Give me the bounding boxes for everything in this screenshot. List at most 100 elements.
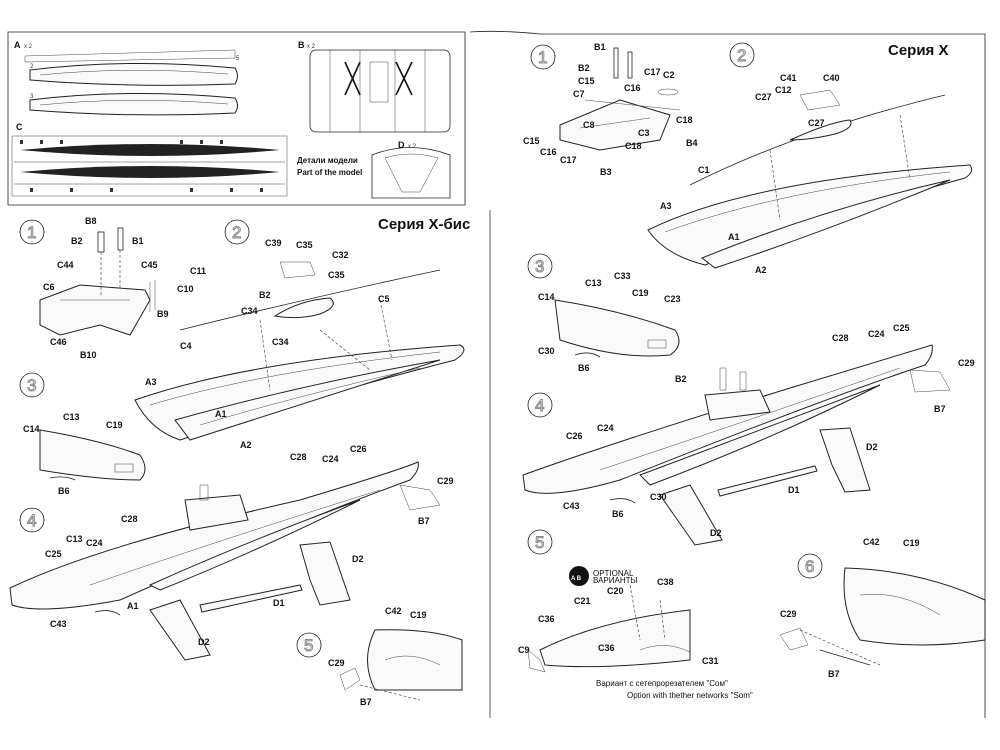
optional-label: OPTIONAL [593,569,634,578]
svg-text:C14: C14 [23,424,40,434]
svg-text:C35: C35 [296,240,313,250]
svg-text:B2: B2 [578,63,590,73]
svg-text:B8: B8 [85,216,97,226]
xbis-step1-assembly [39,227,156,336]
svg-text:C26: C26 [566,431,583,441]
svg-text:C35: C35 [328,270,345,280]
sprue-a-qty: x 2 [24,44,33,50]
svg-text:C16: C16 [540,147,557,157]
svg-text:C2: C2 [663,70,675,80]
svg-text:C29: C29 [328,658,345,668]
sprue-d-label: D [398,140,405,150]
svg-text:C7: C7 [573,89,585,99]
svg-text:D2: D2 [352,554,364,564]
svg-text:D1: D1 [273,598,285,608]
svg-text:B4: B4 [686,138,698,148]
svg-text:4: 4 [535,396,544,415]
sprue-c: C [11,122,288,197]
svg-text:C4: C4 [180,341,192,351]
x-step6-stern [779,567,986,666]
svg-text:C43: C43 [50,619,67,629]
svg-text:C34: C34 [272,337,289,347]
svg-text:C24: C24 [322,454,339,464]
svg-text:C19: C19 [903,538,920,548]
svg-text:C41: C41 [780,73,797,83]
svg-text:C18: C18 [676,115,693,125]
svg-text:A1: A1 [215,409,227,419]
sprue-d: D x 2 [371,140,451,199]
xbis-step4-submarine [9,461,441,661]
svg-text:C46: C46 [50,337,67,347]
xbis-step3-assembly [39,429,146,481]
svg-text:C17: C17 [644,67,661,77]
svg-text:2: 2 [232,223,241,242]
svg-text:C11: C11 [190,266,206,276]
svg-text:2: 2 [737,46,746,65]
sprue-a-num-2: 2 [30,64,34,70]
svg-text:C30: C30 [650,492,667,502]
series-x-title: Серия Х [888,42,948,59]
svg-text:C17: C17 [560,155,577,165]
svg-text:C44: C44 [57,260,74,270]
svg-text:A2: A2 [240,440,252,450]
svg-text:C33: C33 [614,271,631,281]
svg-text:C28: C28 [832,333,849,343]
x-step2-hull [647,89,973,269]
svg-text:B7: B7 [418,516,430,526]
svg-text:C25: C25 [893,323,910,333]
svg-text:B6: B6 [578,363,590,373]
svg-text:3: 3 [27,376,36,395]
svg-text:C28: C28 [121,514,138,524]
svg-text:B7: B7 [828,669,840,679]
xbis-step2-hull [134,261,465,441]
right-panel-frame [469,30,986,718]
svg-text:C43: C43 [563,501,580,511]
svg-text:B7: B7 [360,697,372,707]
svg-text:C3: C3 [638,128,650,138]
svg-text:4: 4 [27,511,36,530]
svg-text:C13: C13 [585,278,602,288]
svg-text:C9: C9 [518,645,530,655]
svg-text:A2: A2 [755,265,767,275]
x-step5-optional: A B [527,566,691,673]
svg-text:6: 6 [805,557,814,576]
svg-text:C20: C20 [607,586,624,596]
sprue-c-label: C [16,122,23,132]
svg-text:A3: A3 [660,201,672,211]
svg-text:C8: C8 [583,120,595,130]
svg-text:C19: C19 [632,288,649,298]
svg-text:C24: C24 [86,538,103,548]
svg-text:C29: C29 [437,476,454,486]
svg-text:C21: C21 [574,596,591,606]
series-xbis-title: Серия Х-бис [378,216,470,233]
sprue-b: B x 2 [298,40,451,133]
svg-text:3: 3 [535,257,544,276]
svg-text:C19: C19 [106,420,123,430]
svg-text:A3: A3 [145,377,157,387]
svg-text:C39: C39 [265,238,282,248]
svg-text:C31: C31 [702,656,719,666]
svg-text:1: 1 [538,48,547,67]
svg-text:C32: C32 [332,250,349,260]
sprue-d-qty: x 2 [408,144,417,150]
svg-text:C29: C29 [958,358,975,368]
svg-text:C36: C36 [538,614,555,624]
svg-text:B1: B1 [594,42,606,52]
svg-text:C5: C5 [378,294,390,304]
svg-text:C15: C15 [578,76,595,86]
svg-text:C19: C19 [410,610,427,620]
sprue-b-label: B [298,40,305,50]
svg-text:B2: B2 [259,290,271,300]
svg-text:B3: B3 [600,167,612,177]
svg-text:C16: C16 [624,83,641,93]
svg-text:D2: D2 [198,637,210,647]
svg-text:D1: D1 [788,485,800,495]
svg-text:C30: C30 [538,346,555,356]
svg-text:C26: C26 [350,444,367,454]
svg-text:B1: B1 [132,236,144,246]
svg-text:C42: C42 [863,537,880,547]
svg-text:C34: C34 [241,306,258,316]
xbis-part-labels: B8 B1 B2 C44 C45 C11 C10 C6 B9 C46 B10 C… [23,216,454,707]
svg-text:C27: C27 [755,92,772,102]
